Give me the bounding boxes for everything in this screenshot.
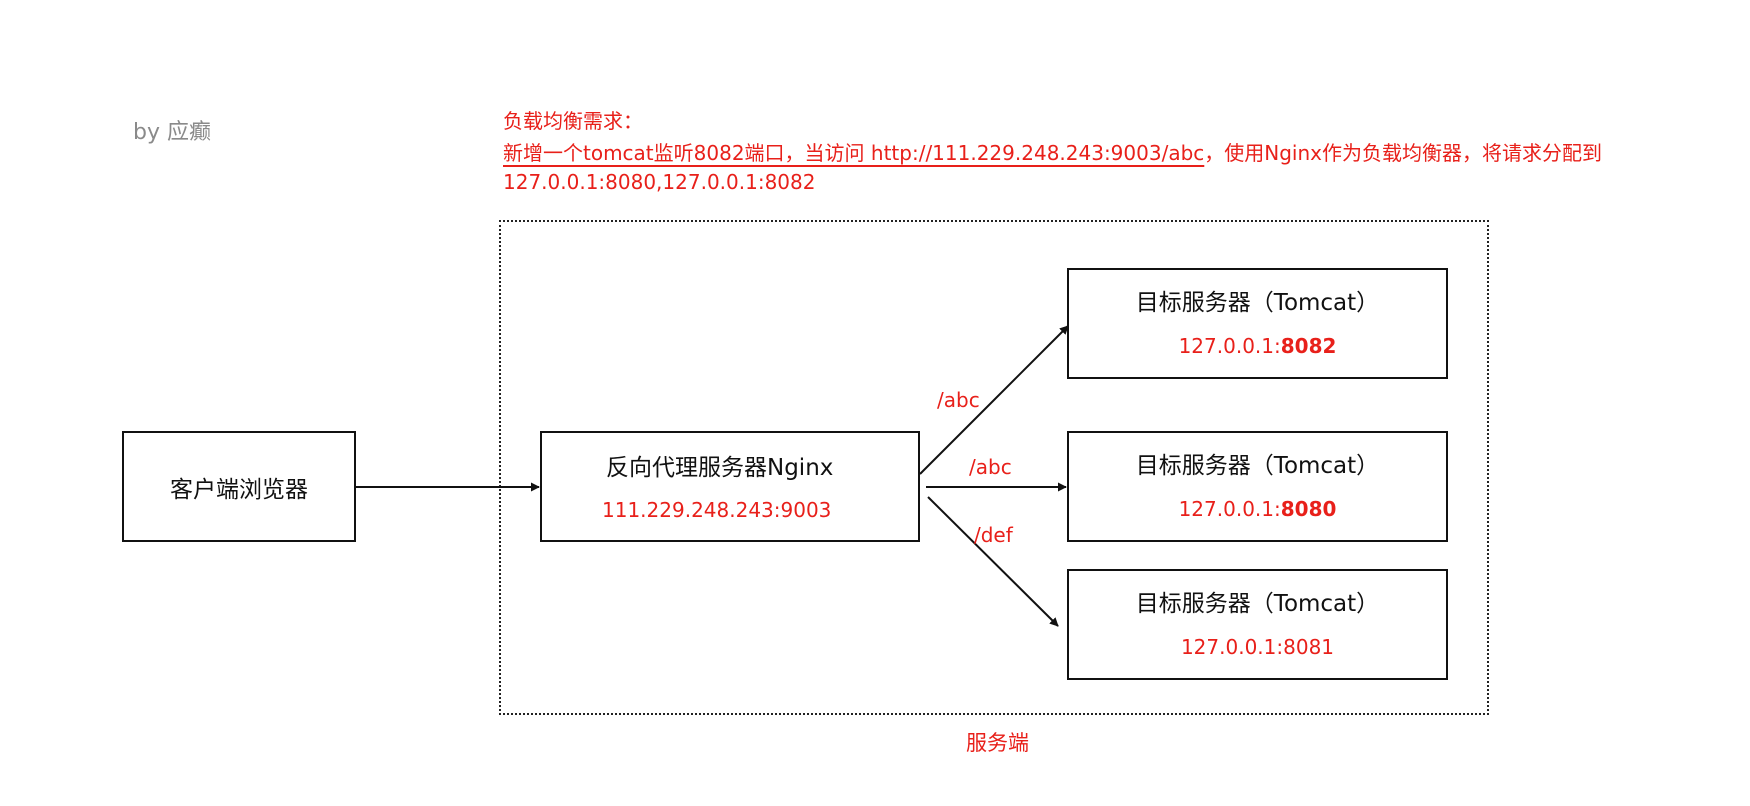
tomcat-server-address: 127.0.0.1:8082 — [1069, 334, 1446, 358]
tomcat-server-name: 目标服务器（Tomcat） — [1135, 591, 1380, 617]
tomcat-server-box: 目标服务器（Tomcat） 127.0.0.1:8081 — [1067, 569, 1448, 680]
tomcat-server-port: 8080 — [1280, 497, 1337, 521]
route-label: /abc — [937, 388, 980, 412]
tomcat-server-name: 目标服务器（Tomcat） — [1135, 290, 1380, 316]
tomcat-server-port: 8081 — [1283, 635, 1335, 659]
tomcat-server-address: 127.0.0.1:8080 — [1069, 497, 1446, 521]
tomcat-server-port: 8082 — [1280, 334, 1337, 358]
tomcat-server-box: 目标服务器（Tomcat） 127.0.0.1:8082 — [1067, 268, 1448, 379]
client-browser-label: 客户端浏览器 — [170, 476, 308, 503]
route-label: /def — [974, 523, 1013, 547]
tomcat-server-box: 目标服务器（Tomcat） 127.0.0.1:8080 — [1067, 431, 1448, 542]
route-arrow-abc-8082 — [919, 325, 1069, 475]
tomcat-server-host: 127.0.0.1: — [1178, 334, 1281, 358]
tomcat-server-address: 127.0.0.1:8081 — [1069, 635, 1446, 659]
nginx-proxy-box: 反向代理服务器Nginx 111.229.248.243:9003 — [540, 431, 920, 542]
tomcat-server-host: 127.0.0.1: — [1178, 497, 1281, 521]
server-zone-boundary — [499, 220, 1489, 715]
server-zone-label: 服务端 — [966, 731, 1029, 755]
nginx-name: 反向代理服务器Nginx — [606, 455, 834, 481]
requirement-url-text: 新增一个tomcat监听8082端口，当访问 http://111.229.24… — [503, 141, 1205, 165]
requirement-title: 负载均衡需求： — [503, 109, 643, 133]
requirement-line-1-rest: ，使用Nginx作为负载均衡器，将请求分配到 — [1204, 141, 1603, 165]
tomcat-server-name: 目标服务器（Tomcat） — [1135, 453, 1380, 479]
client-browser-box: 客户端浏览器 — [122, 431, 356, 542]
requirement-line-2: 127.0.0.1:8080,127.0.0.1:8082 — [503, 170, 816, 194]
requirement-line-1: 新增一个tomcat监听8082端口，当访问 http://111.229.24… — [503, 139, 1602, 167]
route-label: /abc — [969, 455, 1012, 479]
author-credit: by 应癫 — [133, 120, 211, 145]
route-arrow-def-8081 — [927, 496, 1059, 627]
tomcat-server-host: 127.0.0.1: — [1180, 635, 1284, 659]
nginx-address: 111.229.248.243:9003 — [602, 498, 832, 522]
